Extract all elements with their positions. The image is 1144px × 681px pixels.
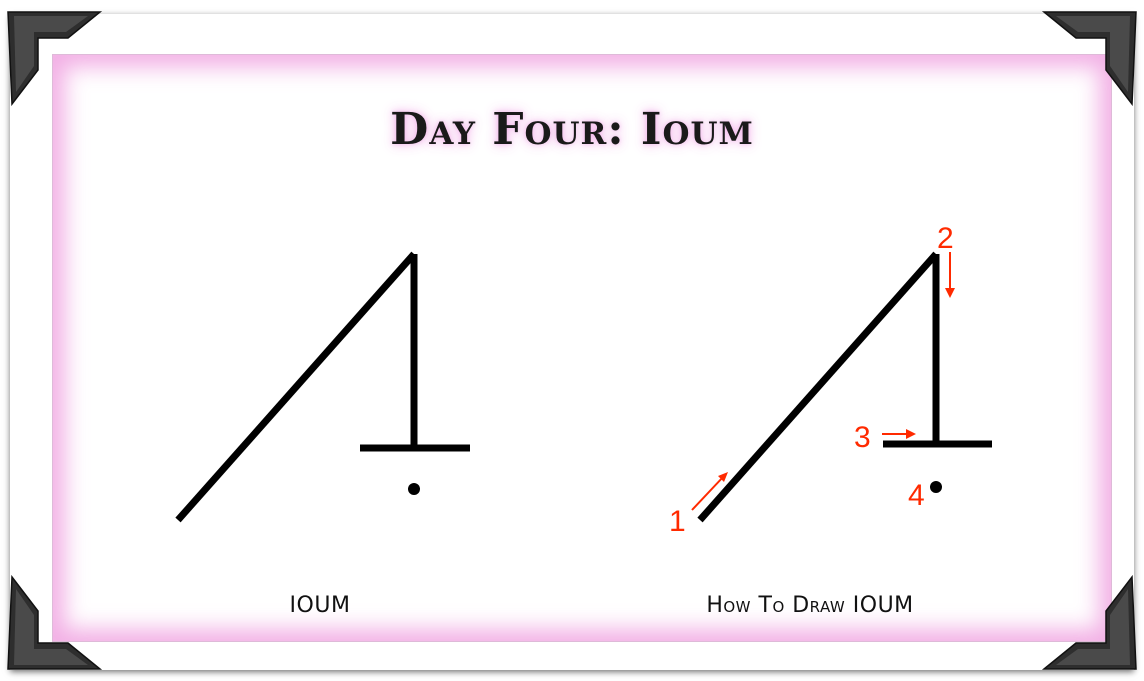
caption-ioum: IOUM bbox=[200, 593, 440, 618]
stroke-number-2: 2 bbox=[937, 222, 954, 255]
stroke-number-4: 4 bbox=[908, 479, 925, 512]
diagram-diagonal-stroke bbox=[700, 254, 936, 520]
caption-how-to-draw: How To Draw IOUM bbox=[640, 593, 980, 618]
arrow-3-head bbox=[906, 429, 916, 439]
stroke-number-3: 3 bbox=[854, 421, 871, 454]
arrow-2-head bbox=[945, 288, 955, 298]
diagram-dot bbox=[930, 481, 942, 493]
stroke-number-1: 1 bbox=[669, 505, 686, 538]
arrow-1 bbox=[692, 476, 724, 510]
